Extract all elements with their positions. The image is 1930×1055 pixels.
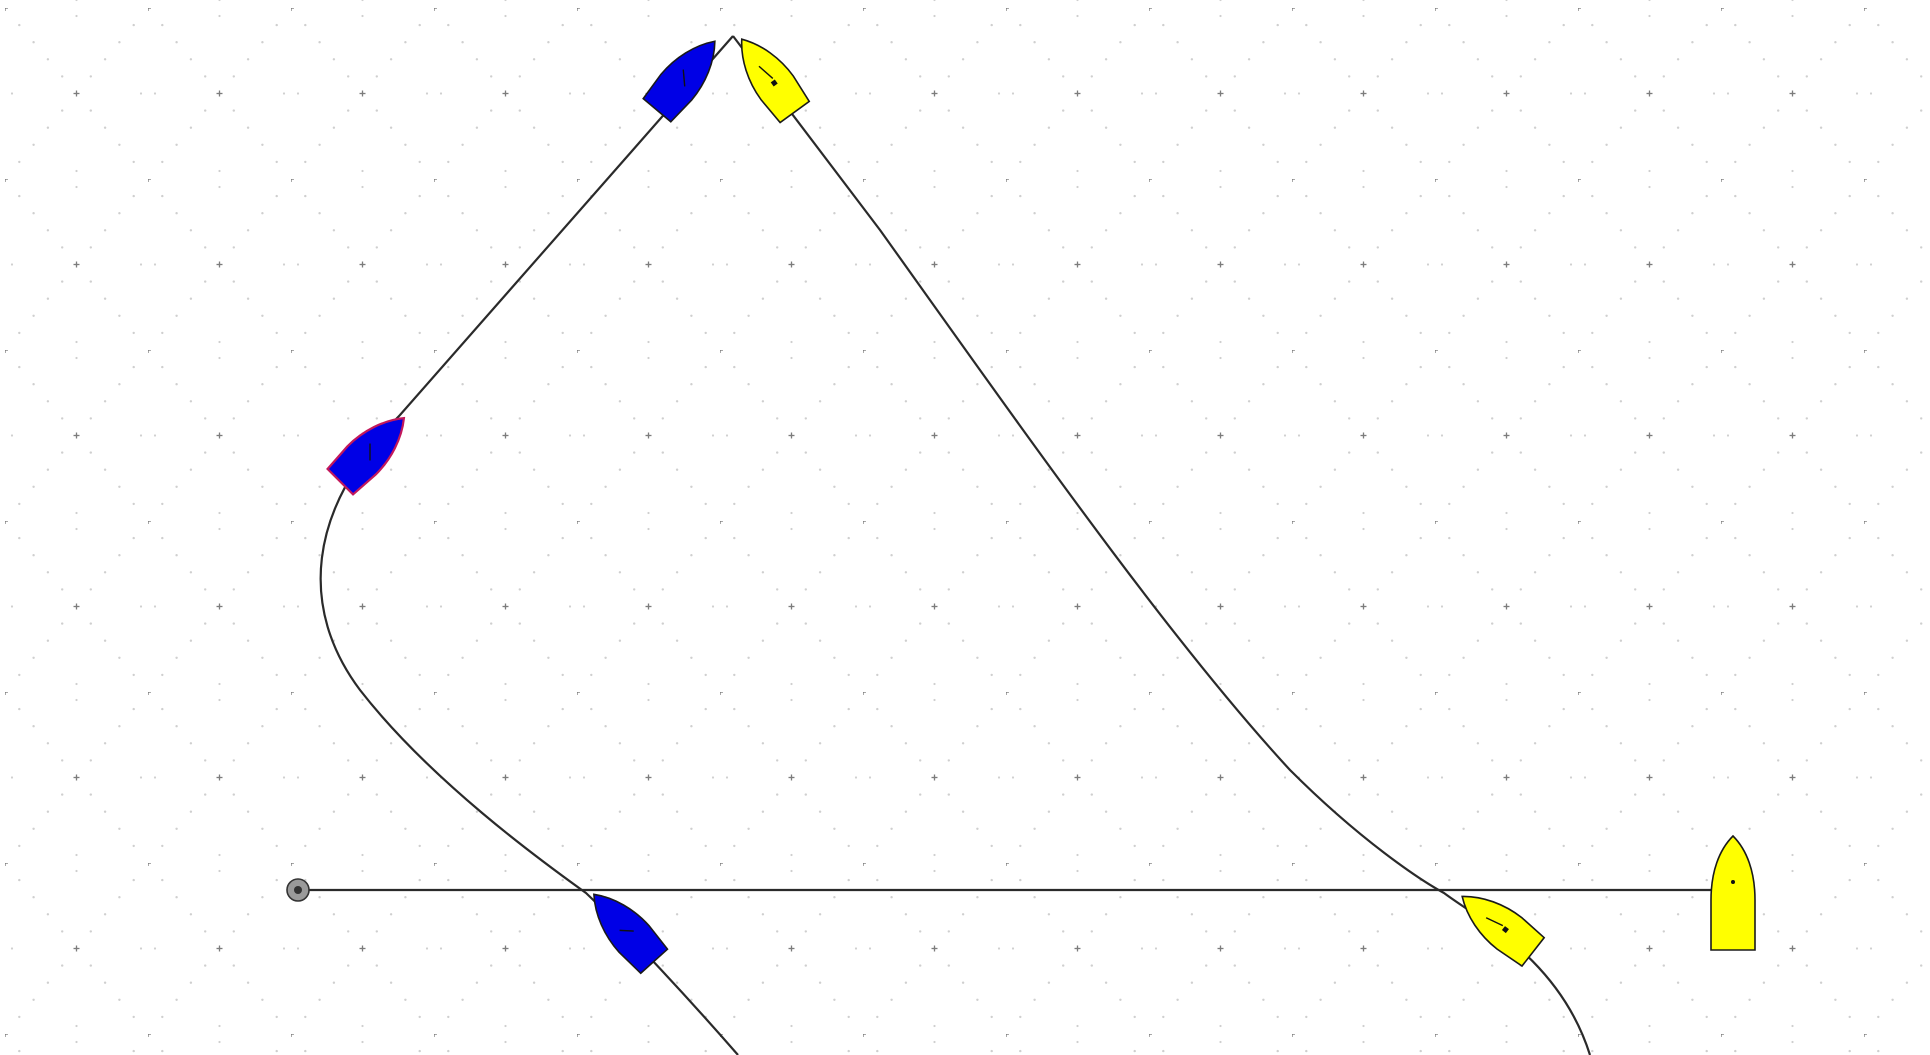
blue-boat-position-2[interactable]: [326, 404, 418, 496]
yellow-boat-position-1[interactable]: [726, 27, 811, 124]
blue-boat-position-3[interactable]: [579, 881, 669, 975]
yellow-boat-position-2[interactable]: [1450, 881, 1546, 968]
committee-boat-icon[interactable]: [1710, 834, 1756, 951]
pin-mark-icon[interactable]: [286, 878, 310, 902]
blue-boat-position-1[interactable]: [642, 28, 730, 123]
